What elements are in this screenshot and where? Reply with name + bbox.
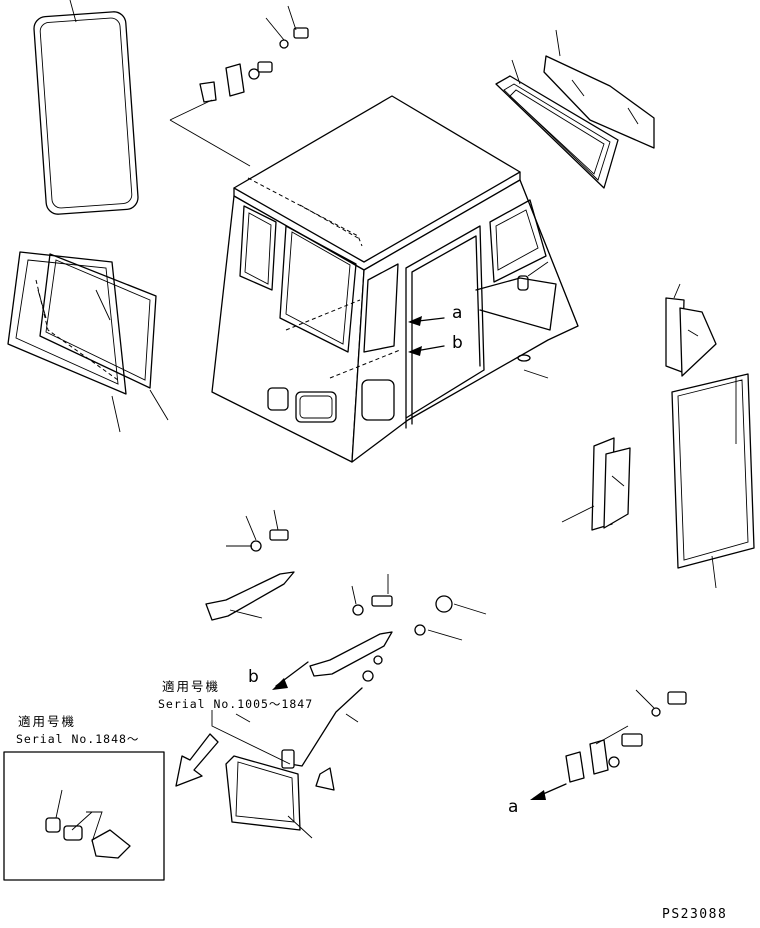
window-frame-bottom bbox=[226, 756, 312, 838]
serial-range-1: Serial No.1005～1847 bbox=[158, 697, 313, 711]
arrow-right-icon bbox=[176, 734, 218, 786]
inset-box bbox=[4, 752, 164, 880]
window-frame-right-upper bbox=[496, 60, 618, 188]
window-frame-left-lower bbox=[40, 254, 168, 432]
stay-bracket-right bbox=[310, 574, 486, 681]
glass-pane-left bbox=[8, 252, 126, 394]
stay-bracket-left bbox=[206, 510, 294, 620]
window-frame-right-tall bbox=[672, 374, 754, 588]
callout-a-arrow-lower bbox=[530, 784, 566, 800]
hinge-brackets-bottom-right bbox=[566, 690, 686, 782]
applicable-label-2: 適用号機 bbox=[18, 714, 76, 729]
callout-a-upper: a bbox=[452, 303, 462, 323]
lamp-and-clip bbox=[476, 262, 556, 378]
callout-b-upper: b bbox=[452, 333, 463, 353]
drawing-code: PS23088 bbox=[662, 907, 727, 922]
window-frame-left-upper bbox=[33, 0, 139, 215]
applicable-label-1: 適用号機 bbox=[162, 679, 220, 694]
stay-rod bbox=[282, 688, 362, 790]
cab-body bbox=[212, 96, 578, 462]
callout-a-arrow-upper bbox=[408, 316, 444, 326]
serial-note-leader bbox=[212, 710, 290, 764]
callout-b-lower: b bbox=[248, 667, 259, 687]
glass-pane-right-upper bbox=[544, 30, 654, 148]
serial-range-2: Serial No.1848～ bbox=[16, 732, 139, 746]
glass-pane-right-mid bbox=[562, 438, 630, 530]
hinge-brackets-top bbox=[170, 6, 308, 166]
glass-pane-right-small bbox=[666, 284, 716, 376]
callout-b-arrow-upper bbox=[408, 346, 444, 356]
callout-a-lower: a bbox=[508, 797, 518, 817]
callout-b-arrow-lower bbox=[272, 662, 308, 690]
